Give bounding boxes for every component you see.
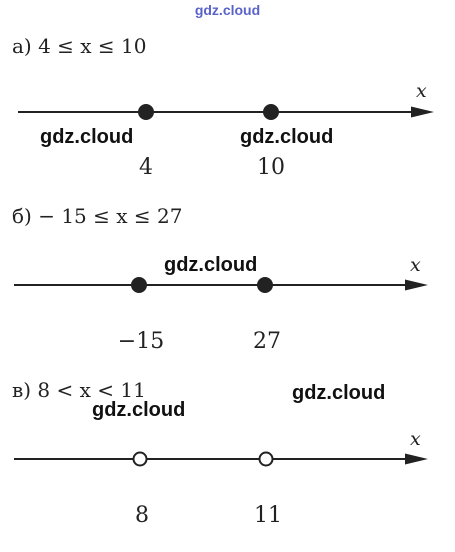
point-4-marker <box>138 104 154 120</box>
problem-a-label: а) 4 ≤ x ≤ 10 <box>12 34 147 58</box>
problem-a-number-line <box>18 104 434 120</box>
watermark-a-2: gdz.cloud <box>240 126 334 148</box>
point-27-marker <box>257 277 273 293</box>
problem-c-label: в) 8 < x < 11 <box>12 378 146 402</box>
arrow-head-icon <box>405 279 428 291</box>
arrow-head-icon <box>411 106 434 118</box>
point-8-marker <box>132 451 148 467</box>
point-minus15-marker <box>131 277 147 293</box>
point-label-27: 27 <box>253 329 281 354</box>
problem-b-number-line <box>14 277 428 293</box>
problem-b-label: б) − 15 ≤ x ≤ 27 <box>12 204 183 228</box>
problem-b-axis-name: x <box>410 254 421 276</box>
header-watermark: gdz.cloud <box>194 2 261 18</box>
point-label-4: 4 <box>139 155 153 180</box>
problem-a-axis-name: x <box>416 80 427 102</box>
problem-c-number-line <box>14 451 428 467</box>
arrow-head-icon <box>405 453 428 465</box>
point-label-minus15: −15 <box>117 329 165 354</box>
watermark-a-1: gdz.cloud <box>40 126 134 148</box>
problem-c-axis-name: x <box>410 428 421 450</box>
watermark-c-2: gdz.cloud <box>292 382 386 404</box>
watermark-c-1: gdz.cloud <box>92 399 186 421</box>
point-label-11: 11 <box>254 503 282 528</box>
point-label-10: 10 <box>257 155 285 180</box>
point-11-marker <box>258 451 274 467</box>
point-10-marker <box>263 104 279 120</box>
point-label-8: 8 <box>135 503 149 528</box>
watermark-b-1: gdz.cloud <box>164 254 258 276</box>
